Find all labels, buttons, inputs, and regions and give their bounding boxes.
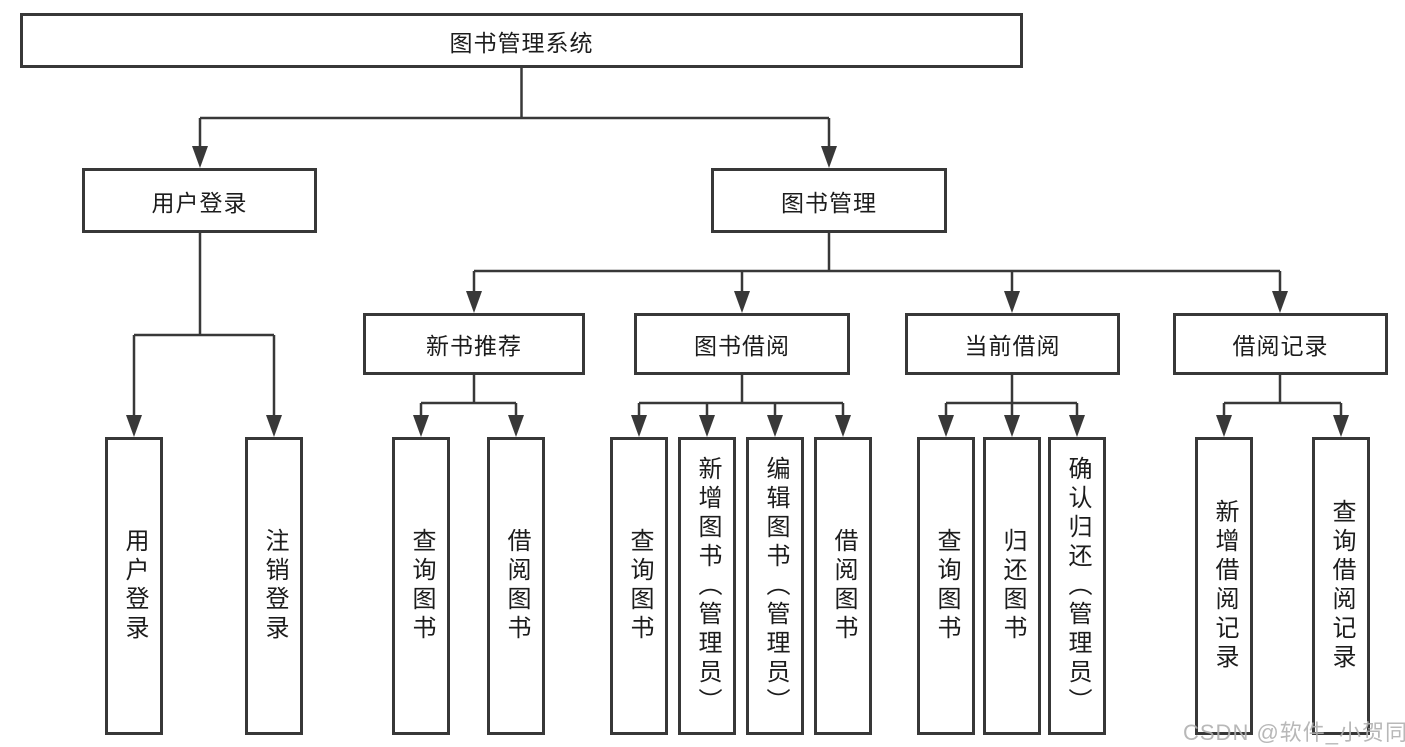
leaf-logout: 注销登录 xyxy=(245,437,303,735)
leaf-borrow-books-label: 借阅图书 xyxy=(830,528,857,644)
node-current-borrow: 当前借阅 xyxy=(905,313,1120,375)
leaf-query-borrow-record: 查询借阅记录 xyxy=(1312,437,1370,735)
node-borrow-records: 借阅记录 xyxy=(1173,313,1388,375)
connector-book-borrow-to-leaves xyxy=(637,375,845,418)
connector-new-book-recommend-to-leaves xyxy=(419,375,518,418)
node-user-login: 用户登录 xyxy=(82,168,317,233)
leaf-user-login: 用户登录 xyxy=(105,437,163,735)
leaf-add-book-admin: 新增图书（管理员） xyxy=(678,437,736,735)
node-new-book-recommend: 新书推荐 xyxy=(363,313,585,375)
leaf-query-books-borrow-label: 查询图书 xyxy=(626,528,653,644)
watermark: CSDN @软件_小贺同学 xyxy=(1183,720,1405,745)
leaf-borrow-books: 借阅图书 xyxy=(814,437,872,735)
leaf-query-borrow-record-label: 查询借阅记录 xyxy=(1328,499,1355,673)
node-current-borrow-label: 当前借阅 xyxy=(964,333,1061,359)
leaf-add-borrow-record-label: 新增借阅记录 xyxy=(1211,499,1238,673)
leaf-logout-label: 注销登录 xyxy=(261,528,288,644)
node-book-borrow-label: 图书借阅 xyxy=(694,333,790,359)
connector-current-borrow-to-leaves xyxy=(944,375,1079,418)
leaf-query-books-current-label: 查询图书 xyxy=(933,528,960,644)
node-book-management-label: 图书管理 xyxy=(781,189,877,216)
connector-book-management-to-level3 xyxy=(472,233,1282,294)
leaf-query-books-current: 查询图书 xyxy=(917,437,975,735)
leaf-confirm-return-admin: 确认归还（管理员） xyxy=(1048,437,1106,735)
leaf-query-books-recommend: 查询图书 xyxy=(392,437,450,735)
leaf-edit-book-admin-label: 编辑图书（管理员） xyxy=(762,455,789,717)
leaf-add-borrow-record: 新增借阅记录 xyxy=(1195,437,1253,735)
leaf-edit-book-admin: 编辑图书（管理员） xyxy=(746,437,804,735)
connector-borrow-records-to-leaves xyxy=(1222,375,1343,418)
leaf-confirm-return-admin-label: 确认归还（管理员） xyxy=(1064,455,1091,717)
node-new-book-recommend-label: 新书推荐 xyxy=(426,333,522,359)
leaf-return-book: 归还图书 xyxy=(983,437,1041,735)
connector-user-login-to-leaves xyxy=(132,233,276,418)
leaf-query-books-borrow: 查询图书 xyxy=(610,437,668,735)
leaf-query-books-recommend-label: 查询图书 xyxy=(408,528,435,644)
leaf-add-book-admin-label: 新增图书（管理员） xyxy=(694,455,721,717)
node-root: 图书管理系统 xyxy=(20,13,1023,68)
node-user-login-label: 用户登录 xyxy=(151,189,248,216)
node-book-borrow: 图书借阅 xyxy=(634,313,850,375)
connector-root-to-level2 xyxy=(198,68,831,149)
node-borrow-records-label: 借阅记录 xyxy=(1232,333,1329,359)
leaf-borrow-books-recommend: 借阅图书 xyxy=(487,437,545,735)
node-root-label: 图书管理系统 xyxy=(449,29,594,56)
leaf-user-login-label: 用户登录 xyxy=(121,528,148,644)
leaf-return-book-label: 归还图书 xyxy=(999,528,1026,644)
node-book-management: 图书管理 xyxy=(711,168,947,233)
leaf-borrow-books-recommend-label: 借阅图书 xyxy=(503,528,530,644)
